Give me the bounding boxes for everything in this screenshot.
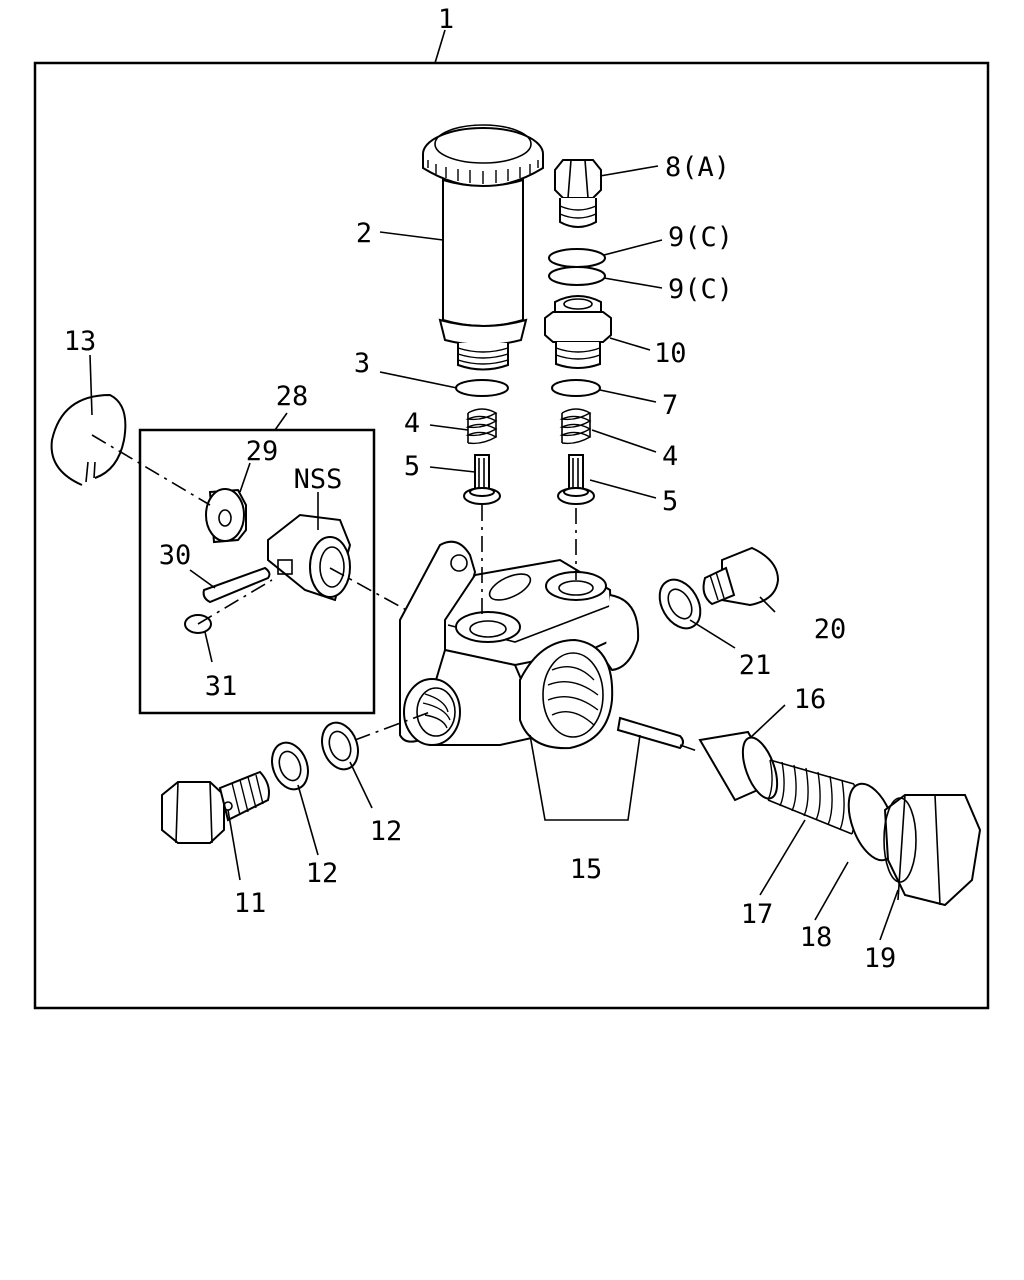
callout-16: 16 <box>794 684 827 715</box>
part-4-spring-right <box>559 408 592 445</box>
part-9-washer-upper <box>548 248 606 268</box>
callout-12-upper: 12 <box>370 816 403 847</box>
callout-31: 31 <box>205 671 238 702</box>
axis-line-16 <box>679 744 701 753</box>
callout-11: 11 <box>234 888 267 919</box>
part-13-snap-ring <box>50 393 127 486</box>
callout-nss: NSS <box>294 464 343 495</box>
part-4-spring-left <box>465 408 498 445</box>
callout-9-upper: 9(C) <box>668 222 733 253</box>
part-21-washer <box>658 578 702 630</box>
part-9-washer-lower <box>548 266 606 286</box>
leader-lines <box>89 29 899 941</box>
part-17-spring <box>767 759 857 835</box>
part-29-roller <box>205 488 247 544</box>
callout-21: 21 <box>739 650 772 681</box>
callout-15: 15 <box>570 854 603 885</box>
callout-8: 8(A) <box>665 152 730 183</box>
assembly-frame <box>33 61 990 1010</box>
callout-4-left: 4 <box>404 408 420 439</box>
part-8-bolt <box>554 159 602 228</box>
axis-line-28 <box>329 567 411 613</box>
callout-9-lower: 9(C) <box>668 274 733 305</box>
callout-20: 20 <box>814 614 847 645</box>
axis-line-12 <box>354 711 431 741</box>
subassembly-frame <box>138 428 376 715</box>
part-5-valve-left <box>463 454 501 505</box>
part-3-o-ring <box>455 379 509 397</box>
callout-2: 2 <box>356 218 372 249</box>
axis-line-13 <box>91 434 211 506</box>
housing-dowel-pin <box>616 716 684 750</box>
part-10-fitting <box>544 295 612 369</box>
callout-17: 17 <box>741 899 774 930</box>
part-20-plug <box>702 546 780 607</box>
callout-28: 28 <box>276 381 309 412</box>
part-5-valve-right <box>557 454 595 505</box>
callout-19: 19 <box>864 943 897 974</box>
callout-4-right: 4 <box>662 441 678 472</box>
nss-tappet <box>267 513 352 602</box>
callout-7: 7 <box>662 390 678 421</box>
part-15-pump-housing <box>399 540 640 750</box>
callout-18: 18 <box>800 922 833 953</box>
part-30-pin <box>202 566 271 604</box>
callout-13: 13 <box>64 326 97 357</box>
part-19-plug <box>883 794 982 907</box>
part-11-banjo-bolt <box>161 770 270 844</box>
part-16-strainer <box>698 730 779 802</box>
callout-3: 3 <box>354 348 370 379</box>
callout-1: 1 <box>438 4 454 35</box>
part-7-o-ring <box>551 379 601 397</box>
callout-30: 30 <box>159 540 192 571</box>
callout-5-right: 5 <box>662 486 678 517</box>
axis-line-31 <box>197 579 273 625</box>
callout-5-left: 5 <box>404 451 420 482</box>
callout-10: 10 <box>654 338 687 369</box>
part-12-washer-right <box>321 721 359 771</box>
callout-12-lower: 12 <box>306 858 339 889</box>
part-12-washer-left <box>271 741 309 791</box>
part-2-primer-pump <box>422 124 544 371</box>
callout-29: 29 <box>246 436 279 467</box>
